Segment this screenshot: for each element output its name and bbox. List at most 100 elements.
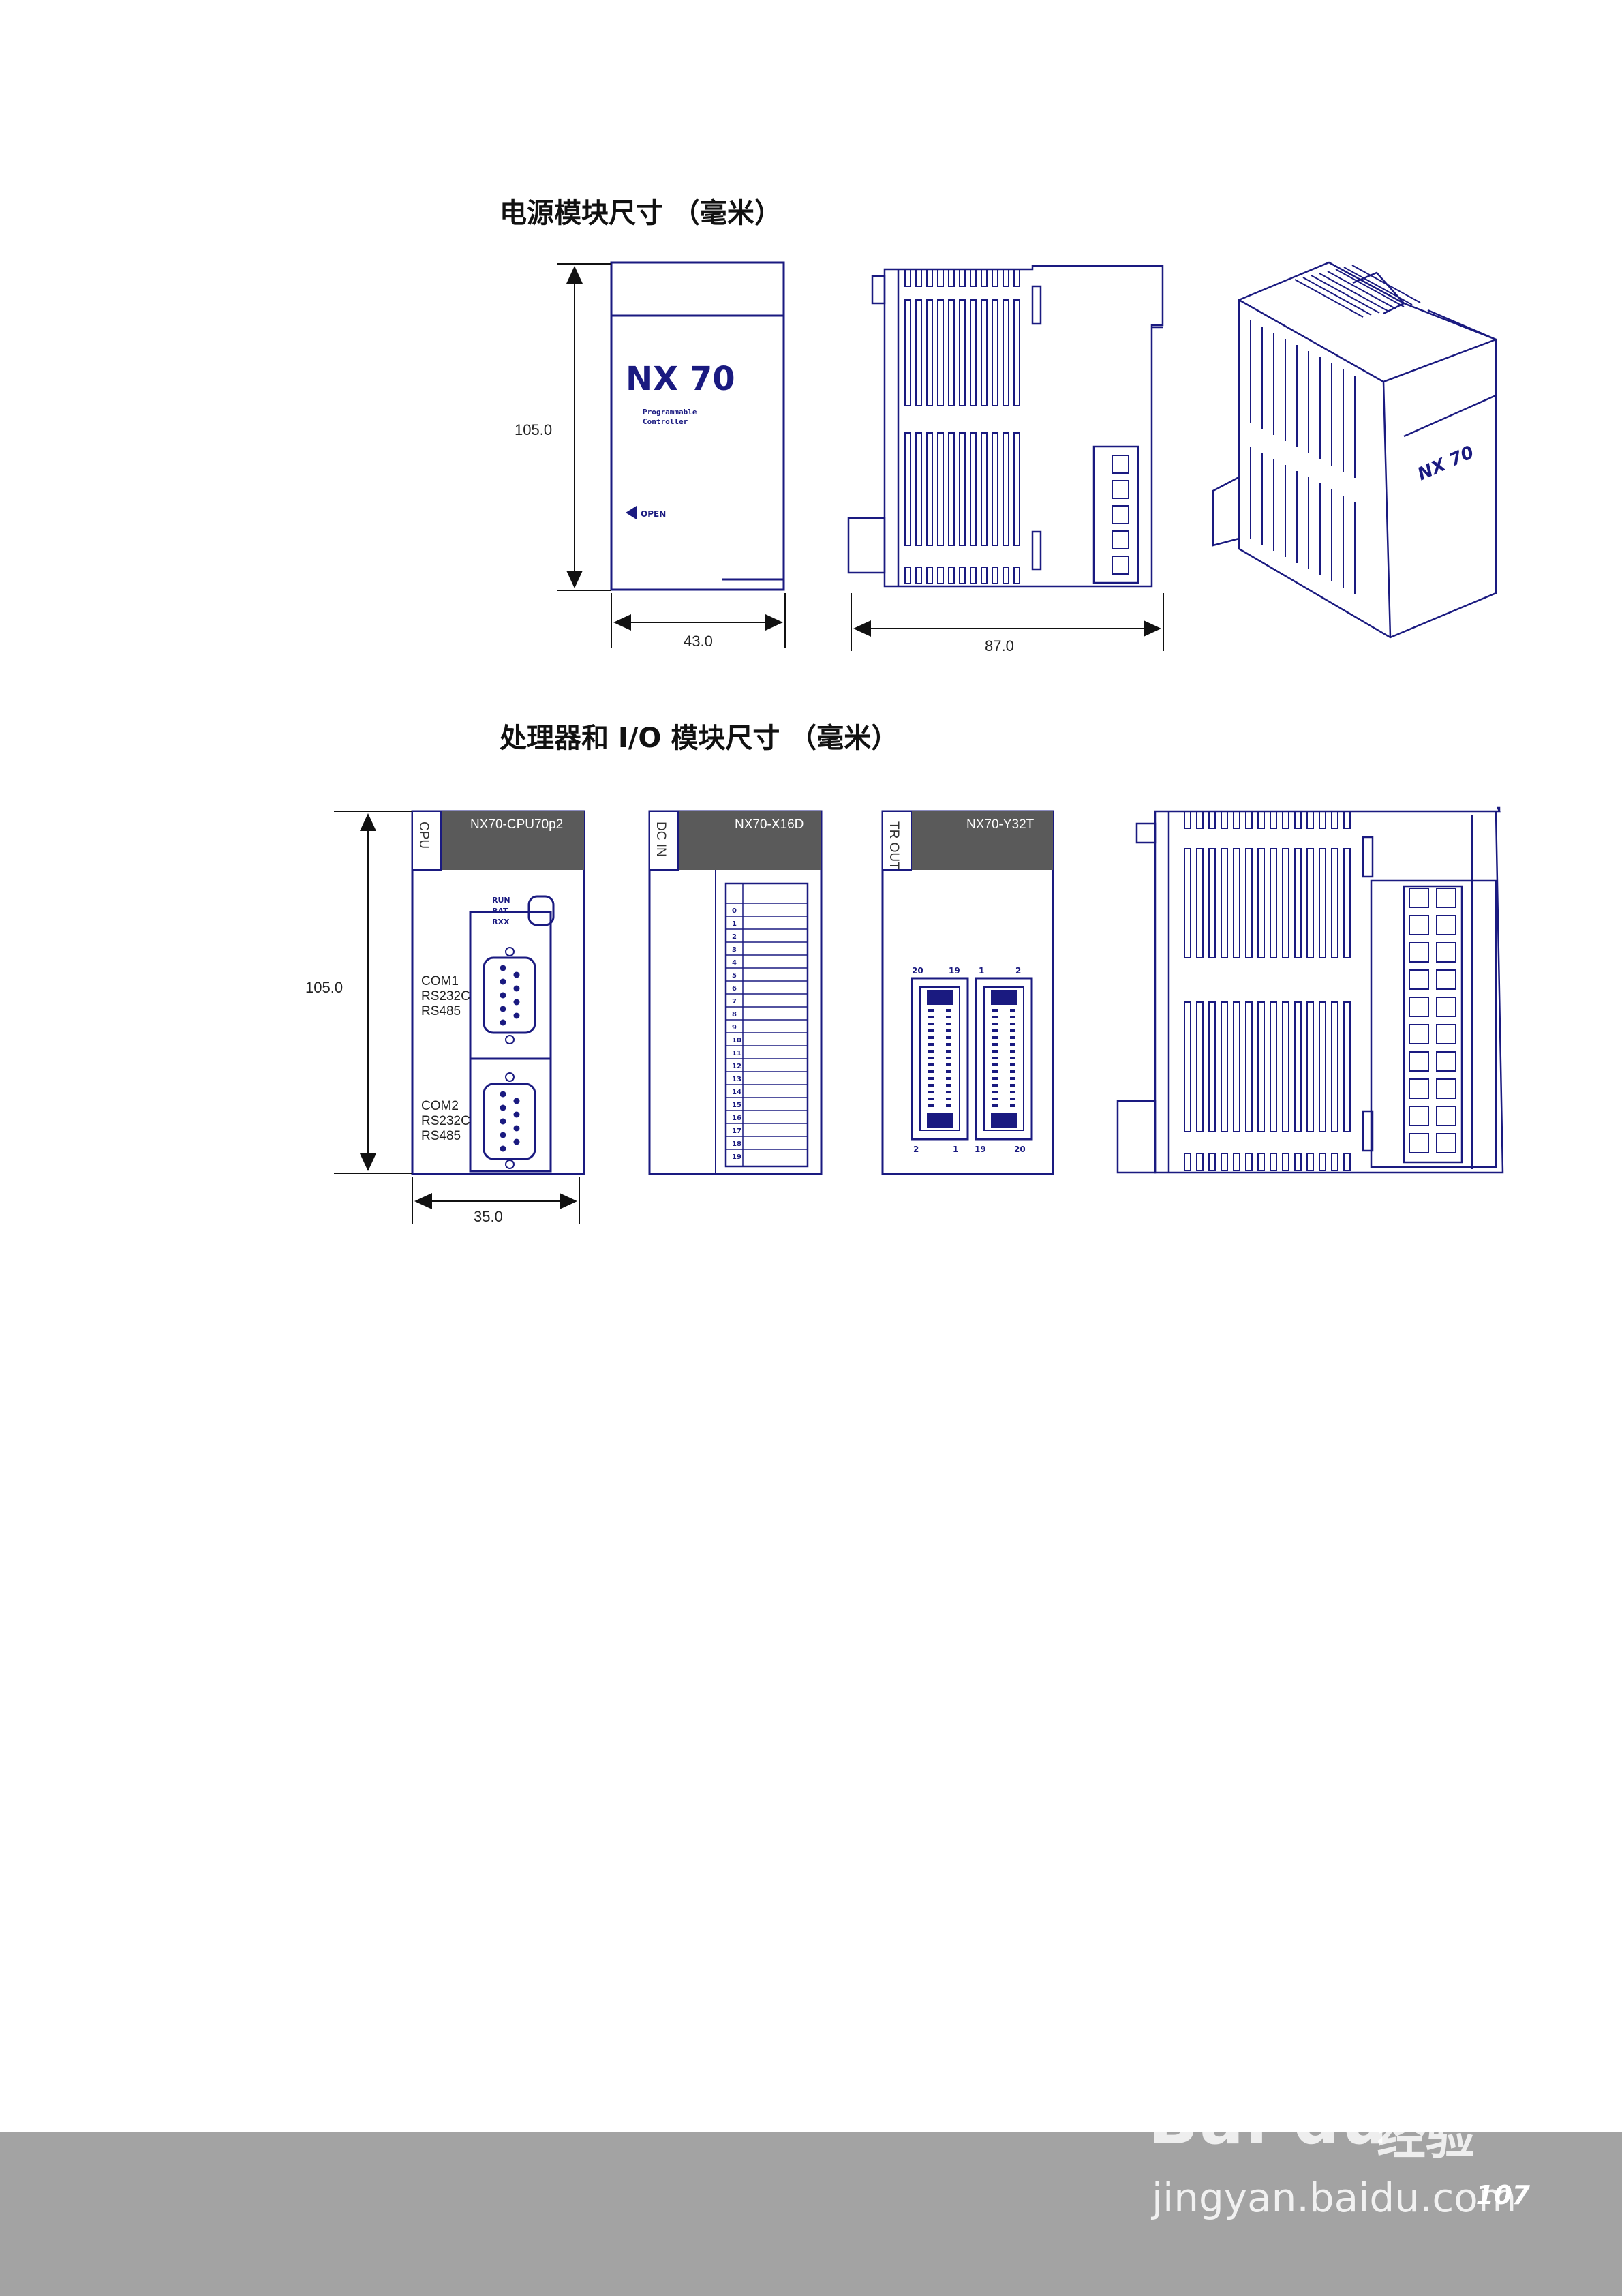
- pin: [500, 1145, 506, 1152]
- vent-slot: [1003, 567, 1009, 584]
- vent-slot: [992, 432, 998, 546]
- cpu-side-label: CPU: [416, 821, 431, 849]
- terminal-number: 13: [732, 1076, 741, 1083]
- cpu-com1-rs232: RS232C: [421, 989, 470, 1003]
- vent-slot: [981, 299, 988, 406]
- vent-slot: [959, 299, 966, 406]
- terminal-screw: [1436, 942, 1456, 963]
- pin: [1010, 1009, 1015, 1012]
- vent-slot: [1208, 1001, 1216, 1132]
- terminal-screw: [1409, 1133, 1429, 1153]
- pin: [513, 1125, 520, 1132]
- vent-slot: [926, 299, 933, 406]
- power-module-front: [610, 261, 785, 591]
- terminal-number: 7: [732, 998, 737, 1006]
- vent-slot: [1208, 811, 1216, 829]
- jingyan-watermark: 经验: [1377, 2108, 1475, 2165]
- pin: [500, 1006, 506, 1012]
- vent-slot: [948, 432, 955, 546]
- pin: [1010, 1077, 1015, 1080]
- pin: [928, 1036, 934, 1039]
- terminal-number: 3: [732, 946, 737, 954]
- power-module-side: [847, 265, 1164, 588]
- vent-slot: [1013, 432, 1020, 546]
- cpu-com2-rs485: RS485: [421, 1129, 461, 1143]
- iso-vent-line: [1335, 269, 1405, 307]
- vent-slot: [1294, 1001, 1302, 1132]
- output-pin-labels: 20 19 1 2 2 1 19 20: [912, 966, 1026, 1154]
- pin: [928, 1091, 934, 1093]
- vent-slot: [1208, 1153, 1216, 1171]
- pin-top-1: 1: [979, 966, 984, 976]
- pin: [928, 1104, 934, 1107]
- pin: [928, 1057, 934, 1059]
- pin: [1010, 1016, 1015, 1018]
- terminal-number: 14: [732, 1089, 741, 1096]
- pin: [946, 1091, 951, 1093]
- vent-slot: [970, 432, 977, 546]
- pin: [928, 1016, 934, 1018]
- vent-slot: [1221, 811, 1228, 829]
- pin: [992, 1016, 998, 1018]
- vent-slot: [915, 432, 922, 546]
- vent-slot: [948, 269, 955, 287]
- vent-slot: [948, 567, 955, 584]
- vent-slot: [1282, 1001, 1289, 1132]
- vent-slot: [1319, 1153, 1326, 1171]
- pin: [500, 1118, 506, 1125]
- terminal-screw: [1409, 888, 1429, 908]
- pin: [992, 1043, 998, 1046]
- output-model: NX70-Y32T: [966, 817, 1035, 832]
- pin: [500, 1019, 506, 1026]
- vent-slot: [1184, 1001, 1191, 1132]
- vent-slot: [1221, 1001, 1228, 1132]
- pin: [1010, 1057, 1015, 1059]
- vent-slot: [1343, 1153, 1351, 1171]
- pin: [1010, 1043, 1015, 1046]
- cpu-connector-pins: [500, 947, 520, 1169]
- vent-slot: [1196, 811, 1204, 829]
- iso-vent-line: [1351, 265, 1421, 303]
- pin: [992, 1098, 998, 1100]
- terminal-number: 17: [732, 1128, 741, 1135]
- vent-slot: [1331, 848, 1338, 958]
- power-height-dimension: [557, 263, 611, 591]
- pin: [992, 1077, 998, 1080]
- pin: [992, 1091, 998, 1093]
- pin: [928, 1043, 934, 1046]
- input-model: NX70-X16D: [735, 817, 804, 832]
- terminal-number: 18: [732, 1141, 741, 1148]
- pin: [928, 1023, 934, 1025]
- vent-slot: [1343, 811, 1351, 829]
- power-open-label: OPEN: [641, 509, 666, 519]
- power-logo-sub1: Programmable: [643, 408, 697, 417]
- vent-slot: [1196, 848, 1204, 958]
- vent-slot: [937, 432, 944, 546]
- io-module-side: [1116, 806, 1504, 1174]
- io-side-terminals: [1409, 888, 1456, 1153]
- pin: [992, 1063, 998, 1066]
- terminal-number: 10: [732, 1037, 741, 1044]
- pin: [946, 1036, 951, 1039]
- terminal-screw: [1409, 1024, 1429, 1044]
- terminal-number: 16: [732, 1115, 741, 1122]
- iso-vent-line: [1302, 277, 1372, 316]
- terminal-number: 15: [732, 1102, 741, 1109]
- watermark-url: jingyan.baidu.com: [1152, 2175, 1517, 2221]
- vent-slot: [992, 567, 998, 584]
- screw: [505, 1160, 515, 1169]
- vent-slot: [1282, 811, 1289, 829]
- terminal-number: 0: [732, 907, 737, 915]
- cpu-com2-label: COM2: [421, 1099, 459, 1113]
- vent-slot: [1221, 1153, 1228, 1171]
- vent-slot: [1257, 1153, 1265, 1171]
- terminal-number: 5: [732, 972, 737, 980]
- pin: [946, 1009, 951, 1012]
- cpu-led-rxx: RXX: [492, 918, 510, 926]
- cpu-com1-rs485: RS485: [421, 1004, 461, 1018]
- terminal-screw: [1409, 1051, 1429, 1072]
- vent-slot: [1013, 269, 1020, 287]
- vent-slot: [992, 299, 998, 406]
- vent-slot: [1270, 811, 1277, 829]
